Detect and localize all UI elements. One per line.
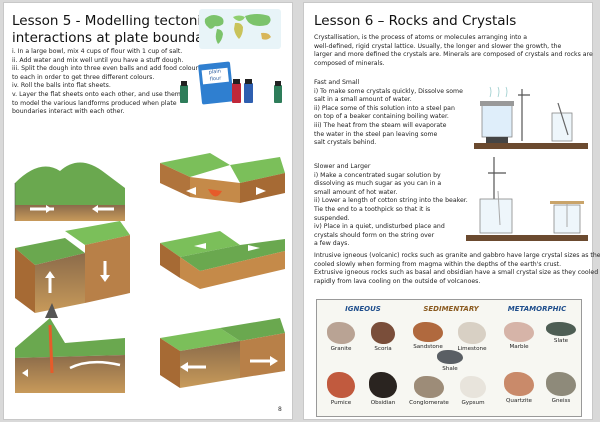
page-lesson-5: Lesson 5 - Modelling tectonic interactio… [3, 2, 293, 420]
page-lesson-6: Lesson 6 – Rocks and Crystals Crystallis… [303, 2, 600, 420]
step-5-cont2: boundaries interact with each other. [12, 108, 125, 116]
fast-step-1-cont: salt in a small amount of water. [314, 96, 412, 104]
intro-line-1: Crystallisation, is the process of atoms… [314, 34, 528, 41]
page-number: 8 [278, 406, 282, 413]
outro-line-4: rapidly from lava cooling on the outside… [314, 277, 481, 285]
rock-shale: Shale [429, 350, 471, 372]
step-5-cont: to model the various landforms produced … [12, 99, 177, 107]
intro-line-4: composed of minerals. [314, 59, 385, 67]
transform-fault-diagram [160, 231, 285, 289]
rock-slate: Slate [541, 322, 581, 344]
rock-marble: Marble [499, 322, 539, 350]
fast-step-3: iii) The heat from the steam will evapor… [314, 121, 447, 129]
convergent-boundary-diagram [160, 318, 285, 388]
rock-types-chart: IGNEOUS SEDIMENTARY METAMORPHIC Granite … [316, 299, 582, 417]
food-colouring-bottles-image [180, 79, 282, 103]
fast-and-small-section: Fast and Small i) To make some crystals … [314, 79, 463, 148]
rock-limestone: Limestone [451, 322, 493, 352]
rock-pumice: Pumice [321, 372, 361, 406]
crystallisation-intro: Crystallisation, is the process of atoms… [314, 34, 593, 68]
slow-step-1-cont2: small amount of hot water. [314, 188, 398, 196]
slow-step-4-cont: crystals should form on the string over [314, 231, 435, 239]
step-4: iv. Roll the balls into flat sheets. [12, 82, 111, 90]
lesson-5-title-line2: interactions at plate boundaries [12, 30, 229, 46]
metamorphic-header: METAMORPHIC [507, 305, 567, 313]
sugar-crystal-apparatus-image [466, 157, 588, 241]
fast-step-1: i) To make some crystals quickly, Dissol… [314, 87, 463, 95]
rock-quartzite: Quartzite [499, 372, 539, 404]
step-3-cont: to each in order to get three different … [12, 73, 155, 81]
igneous-rocks-paragraph: Intrusive igneous (volcanic) rocks such … [314, 252, 600, 286]
step-2: ii. Add water and mix well until you hav… [12, 56, 184, 64]
evaporation-apparatus-image [474, 86, 588, 149]
fast-heading: Fast and Small [314, 79, 360, 86]
intro-line-3: larger and more defined the crystals are… [314, 51, 593, 59]
rift-valley-diagram [160, 153, 285, 203]
slow-step-2-cont: Tie the end to a toothpick so that it is [314, 205, 431, 213]
slow-step-2-cont2: suspended. [314, 214, 350, 222]
step-5: v. Layer the flat sheets onto each other… [12, 90, 181, 98]
world-map-image [199, 9, 281, 49]
step-3: iii. Split the dough into three even bal… [12, 65, 208, 73]
rock-sandstone: Sandstone [407, 322, 449, 350]
slow-step-4: iv) Place in a quiet, undisturbed place … [314, 223, 445, 231]
normal-fault-diagram [15, 221, 130, 313]
igneous-header: IGNEOUS [345, 305, 381, 313]
fast-step-3-cont2: salt crystals behind. [314, 139, 377, 147]
slower-and-larger-section: Slower and Larger i) Make a concentrated… [314, 163, 468, 249]
rock-conglomerate: Conglomerate [407, 376, 451, 406]
rock-scoria: Scoria [363, 322, 403, 352]
lesson-6-title: Lesson 6 – Rocks and Crystals [314, 13, 517, 29]
tectonic-diagrams [14, 153, 285, 393]
subduction-volcano-diagram [15, 303, 125, 393]
rock-granite: Granite [321, 322, 361, 352]
fold-mountains-diagram [14, 162, 125, 221]
slow-step-1-cont: dissolving as much sugar as you can in a [314, 180, 442, 188]
rock-gypsum: Gypsum [453, 376, 493, 406]
lesson-5-title-line1: Lesson 5 - Modelling tectonic [12, 13, 209, 29]
intro-line-2: well-defined, rigid crystal lattice. Usu… [314, 42, 562, 50]
fast-step-3-cont: the water in the steel pan leaving some [314, 130, 438, 138]
rock-obsidian: Obsidian [363, 372, 403, 406]
rock-gneiss: Gneiss [541, 372, 581, 404]
outro-line-2: cooled slowly when forming from magma wi… [314, 260, 562, 268]
step-1: i. In a large bowl, mix 4 cups of flour … [12, 48, 183, 55]
fast-step-2: ii) Place some of this solution into a s… [314, 104, 455, 112]
slow-step-2: ii) Lower a length of cotton string into… [314, 197, 468, 205]
lesson-5-instructions: i. In a large bowl, mix 4 cups of flour … [12, 48, 208, 117]
slow-heading: Slower and Larger [314, 163, 371, 170]
fast-step-2-cont: on top of a beaker containing boiling wa… [314, 113, 449, 121]
outro-line-1: Intrusive igneous (volcanic) rocks such … [314, 252, 600, 259]
slow-step-1: i) Make a concentrated sugar solution by [314, 171, 441, 179]
sedimentary-header: SEDIMENTARY [423, 305, 479, 313]
outro-line-3: Extrusive igneous rocks such as basal an… [314, 269, 599, 277]
slow-step-4-cont2: a few days. [314, 240, 350, 248]
